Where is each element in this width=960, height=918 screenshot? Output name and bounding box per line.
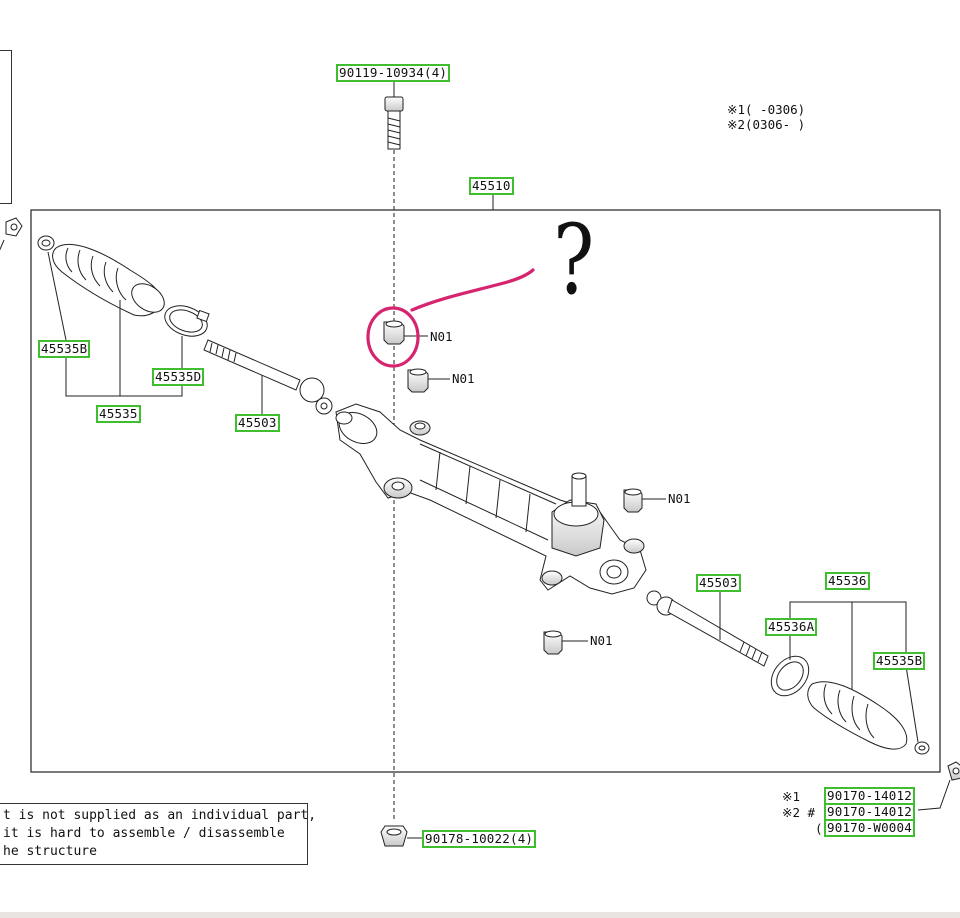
boot-left-icon [52,244,165,317]
callout-n01: N01 [668,491,691,506]
mark-3: ( [815,821,823,836]
part-number-nut-bottom[interactable]: 90178-10022(4) [422,830,537,848]
boot-band-right-icon [770,655,810,697]
left-info-box [0,50,12,204]
part-number-tie-rod-right[interactable]: 45503 [696,574,741,592]
part-number-tie-rod-left[interactable]: 45503 [235,414,280,432]
note-box: t is not supplied as an individual part,… [0,803,317,865]
part-number-nut-right-2[interactable]: 90170-14012 [824,803,915,821]
mark-1: ※1 [782,789,800,804]
part-number-boot-left[interactable]: 45535 [96,405,141,423]
bushing-icon [383,320,428,345]
tie-rod-left-icon [203,339,333,415]
bottom-strip [0,912,960,918]
part-number-boot-clip-left[interactable]: 45535B [38,340,91,358]
boot-clip-icon [914,741,930,755]
callout-n01: N01 [590,633,613,648]
part-number-boot-right[interactable]: 45536 [825,572,870,590]
part-number-boot-band-right[interactable]: 45536A [765,618,818,636]
callout-n01: N01 [452,371,475,386]
boot-right-icon [807,681,908,750]
part-number-nut-right-3[interactable]: 90170-W0004 [824,819,915,837]
mark-2: ※2 # [782,805,816,820]
part-number-boot-band-left[interactable]: 45535D [152,368,205,386]
left-leaders [47,251,263,414]
tie-rod-right-icon [646,590,769,667]
boot-clip-icon [37,235,55,251]
bushing-icon [407,368,450,393]
callout-n01: N01 [430,329,453,344]
note-line-2: it is hard to assemble / disassemble [3,826,285,841]
legend-line-2: ※2(0306- ) [727,117,806,132]
rack-housing-icon [335,403,647,595]
legend-line-1: ※1( -0306) [727,102,806,117]
assembly-frame [30,209,941,773]
clip-icon [0,217,23,251]
highlight-annotation [366,268,535,368]
nut-icon [947,761,960,781]
part-number-bolt[interactable]: 90119-10934(4) [336,64,451,82]
bushing-icon [623,488,666,513]
question-mark: ? [553,204,595,316]
part-number-assembly[interactable]: 45510 [469,177,514,195]
nut-icon [380,825,408,847]
part-number-boot-clip-right[interactable]: 45535B [873,652,926,670]
bushing-icon [543,630,588,655]
note-line-1: t is not supplied as an individual part, [3,808,317,823]
boot-band-left-icon [164,305,210,337]
nut-right-leader [917,779,951,811]
bolt-icon [384,96,404,150]
note-line-3: he structure [3,844,97,859]
